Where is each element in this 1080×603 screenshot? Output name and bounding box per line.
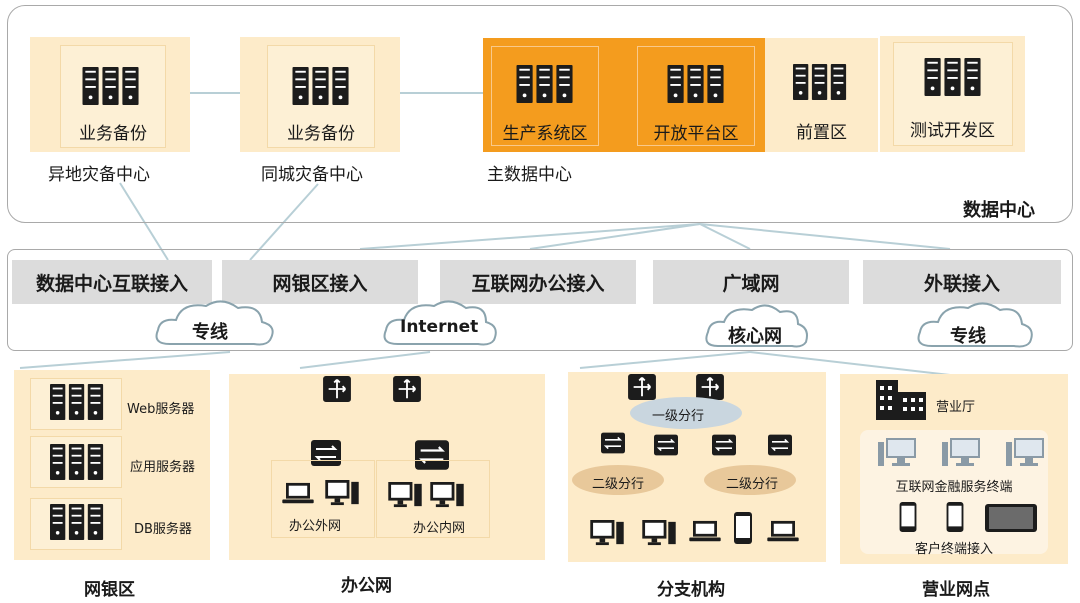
- access-frame: [7, 249, 1073, 351]
- access-box: 数据中心互联接入: [12, 260, 212, 304]
- city-backup-panel: 业务备份: [240, 37, 400, 152]
- outlet-panel: 营业厅 互联网金融服务终端 客户终端接入: [840, 374, 1068, 564]
- access-box: 广域网: [653, 260, 849, 304]
- pc-icon: [942, 438, 982, 468]
- office-title: 办公网: [341, 576, 392, 596]
- remote-backup-label: 业务备份: [79, 124, 147, 144]
- server-rack-icon: [790, 64, 850, 100]
- switch-icon: [768, 434, 792, 456]
- cloud-label: 核心网: [728, 326, 782, 347]
- building-icon: [876, 374, 926, 420]
- office-external-label: 办公外网: [289, 519, 342, 534]
- laptop-icon: [281, 482, 315, 506]
- city-backup-caption: 同城灾备中心: [261, 165, 363, 185]
- ebank-panel: Web服务器 应用服务器 DB服务器: [14, 370, 210, 560]
- cloud-label: 专线: [192, 322, 228, 343]
- cloud-icon: [704, 465, 796, 495]
- access-box: 外联接入: [863, 260, 1061, 304]
- data-center-frame: [7, 5, 1073, 223]
- access-box: 网银区接入: [222, 260, 418, 304]
- pc-icon: [878, 438, 918, 468]
- city-backup-label: 业务备份: [287, 124, 355, 144]
- main-dc-caption: 主数据中心: [487, 165, 572, 185]
- remote-backup-panel: 业务备份: [30, 37, 190, 152]
- cloud-icon: [383, 300, 497, 346]
- desktop-icon: [590, 520, 624, 546]
- zone-front: 前置区: [765, 38, 878, 152]
- cloud-icon: [630, 397, 742, 429]
- server-rack-icon: [78, 67, 144, 105]
- access-box: 互联网办公接入: [440, 260, 636, 304]
- server-rack-icon: [48, 444, 106, 480]
- server-rack-icon: [663, 65, 729, 103]
- desktop-icon: [387, 482, 423, 508]
- office-internal-box: [376, 460, 490, 538]
- datacenter-title: 数据中心: [963, 200, 1035, 221]
- switch-icon: [601, 432, 625, 454]
- cloud-icon: [572, 465, 664, 495]
- router-icon: [393, 376, 421, 402]
- server-rack-icon: [920, 58, 986, 96]
- branch-panel: 一级分行 二级分行 二级分行: [568, 372, 826, 562]
- client-label: 客户终端接入: [914, 542, 993, 557]
- zone-test-dev: 测试开发区: [880, 36, 1025, 152]
- switch-icon: [712, 434, 736, 456]
- zone-production: 生产系统区: [491, 46, 599, 146]
- switch-icon: [654, 434, 678, 456]
- pc-icon: [1006, 438, 1046, 468]
- server-label: Web服务器: [127, 402, 195, 417]
- router-icon: [323, 376, 351, 402]
- outlet-title: 营业网点: [922, 580, 990, 600]
- zone-label: 生产系统区: [502, 124, 588, 144]
- tablet-icon: [984, 504, 1038, 532]
- zone-label: 开放平台区: [653, 124, 739, 144]
- phone-icon: [944, 502, 966, 532]
- cloud-label: 专线: [950, 326, 986, 347]
- laptop-icon: [688, 520, 722, 544]
- zone-open-platform: 开放平台区: [637, 46, 755, 146]
- zone-label: 测试开发区: [910, 121, 995, 141]
- server-label: 应用服务器: [130, 460, 196, 475]
- office-panel: 办公外网 办公内网: [229, 374, 545, 560]
- desktop-icon: [325, 480, 359, 506]
- desktop-icon: [429, 482, 465, 508]
- server-rack-icon: [288, 67, 354, 105]
- cloud-label: Internet: [400, 317, 479, 337]
- remote-backup-caption: 异地灾备中心: [48, 165, 150, 185]
- ebank-title: 网银区: [84, 580, 135, 600]
- branch-title: 分支机构: [657, 580, 725, 600]
- level1-label: 一级分行: [652, 409, 705, 424]
- terminals-label: 互联网金融服务终端: [895, 480, 1013, 495]
- server-rack-icon: [48, 504, 106, 540]
- server-label: DB服务器: [134, 522, 192, 537]
- office-external-box: [271, 460, 375, 538]
- hall-label: 营业厅: [936, 400, 976, 415]
- cloud-icon: [155, 300, 274, 346]
- server-rack-icon: [48, 384, 106, 420]
- desktop-icon: [642, 520, 676, 546]
- server-rack-icon: [512, 65, 578, 103]
- cloud-icon: [917, 302, 1033, 348]
- office-internal-label: 办公内网: [413, 521, 466, 536]
- cloud-icon: [705, 304, 808, 348]
- level2-label: 二级分行: [726, 477, 779, 492]
- phone-icon: [898, 502, 918, 532]
- level2-label: 二级分行: [592, 477, 645, 492]
- phone-icon: [734, 512, 752, 544]
- laptop-icon: [766, 520, 800, 544]
- terminal-box: 互联网金融服务终端 客户终端接入: [860, 430, 1048, 557]
- zone-label: 前置区: [796, 123, 847, 143]
